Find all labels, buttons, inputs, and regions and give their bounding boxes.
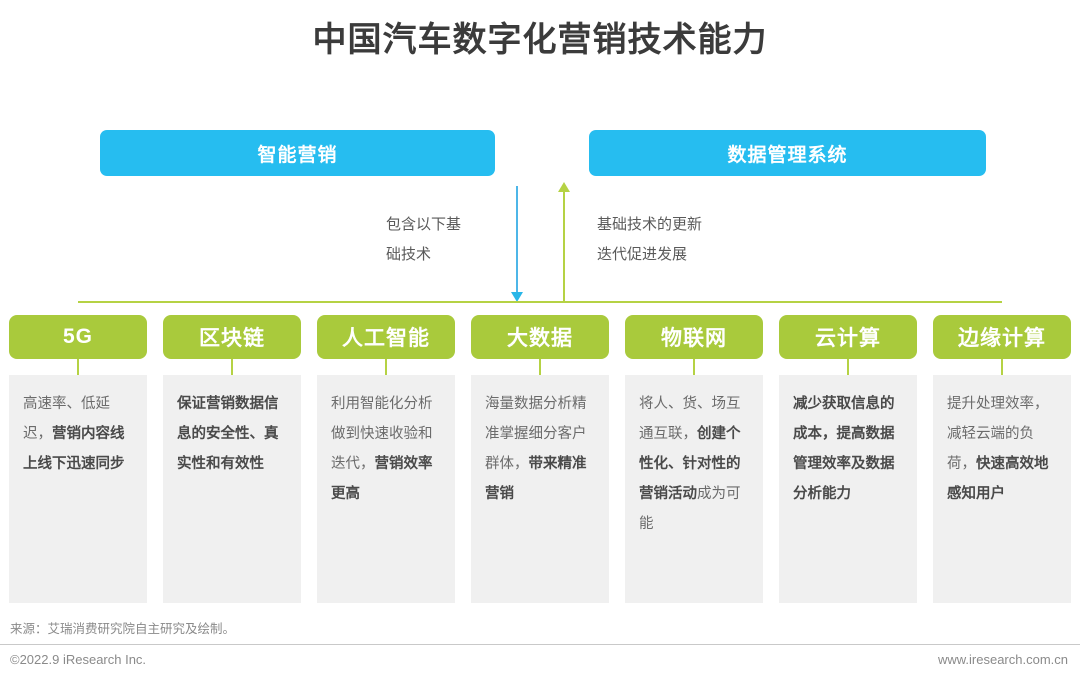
footer-divider <box>0 644 1080 645</box>
top-box-data-management-system: 数据管理系统 <box>589 130 986 176</box>
tab-cloud-computing[interactable]: 云计算 <box>779 315 917 359</box>
card-big-data: 海量数据分析精准掌握细分客户群体，带来精准营销 <box>471 375 609 603</box>
tab-connector-line <box>1001 359 1003 375</box>
up-arrow-head-icon <box>558 182 570 192</box>
tab-edge-computing[interactable]: 边缘计算 <box>933 315 1071 359</box>
horizontal-rail <box>78 301 1002 303</box>
tab-big-data[interactable]: 大数据 <box>471 315 609 359</box>
tab-blockchain[interactable]: 区块链 <box>163 315 301 359</box>
up-arrow-shaft <box>563 190 565 302</box>
tab-5g[interactable]: 5G <box>9 315 147 359</box>
card-cloud-computing: 减少获取信息的成本，提高数据管理效率及数据分析能力 <box>779 375 917 603</box>
card-edge-computing: 提升处理效率，减轻云端的负荷，快速高效地感知用户 <box>933 375 1071 603</box>
card-5g: 高速率、低延迟，营销内容线上线下迅速同步 <box>9 375 147 603</box>
column-edge-computing: 边缘计算 提升处理效率，减轻云端的负荷，快速高效地感知用户 <box>933 315 1071 603</box>
page-title: 中国汽车数字化营销技术能力 <box>312 21 768 59</box>
tab-connector-line <box>77 359 79 375</box>
connector-label-iteration: 基础技术的更新 迭代促进发展 <box>597 216 703 263</box>
down-arrow-shaft <box>516 186 518 296</box>
tab-connector-line <box>693 359 695 375</box>
tab-iot[interactable]: 物联网 <box>625 315 763 359</box>
column-blockchain: 区块链 保证营销数据信息的安全性、真实性和有效性 <box>163 315 301 603</box>
website-link[interactable]: www.iresearch.com.cn <box>937 652 1068 667</box>
column-iot: 物联网 将人、货、场互通互联，创建个性化、针对性的营销活动成为可能 <box>625 315 763 603</box>
copyright-text: ©2022.9 iResearch Inc. <box>10 652 147 667</box>
tab-connector-line <box>847 359 849 375</box>
column-big-data: 大数据 海量数据分析精准掌握细分客户群体，带来精准营销 <box>471 315 609 603</box>
column-cloud-computing: 云计算 减少获取信息的成本，提高数据管理效率及数据分析能力 <box>779 315 917 603</box>
column-ai: 人工智能 利用智能化分析做到快速收验和迭代，营销效率更高 <box>317 315 455 603</box>
tab-connector-line <box>231 359 233 375</box>
card-blockchain: 保证营销数据信息的安全性、真实性和有效性 <box>163 375 301 603</box>
tab-connector-line <box>539 359 541 375</box>
card-ai: 利用智能化分析做到快速收验和迭代，营销效率更高 <box>317 375 455 603</box>
tab-connector-line <box>385 359 387 375</box>
top-box-smart-marketing: 智能营销 <box>100 130 495 176</box>
tab-ai[interactable]: 人工智能 <box>317 315 455 359</box>
card-iot: 将人、货、场互通互联，创建个性化、针对性的营销活动成为可能 <box>625 375 763 603</box>
column-5g: 5G 高速率、低延迟，营销内容线上线下迅速同步 <box>9 315 147 603</box>
connector-label-contains: 包含以下基 础技术 <box>386 216 462 263</box>
source-note: 来源：艾瑞消费研究院自主研究及绘制。 <box>10 622 236 636</box>
down-arrow-head-icon <box>511 292 523 302</box>
